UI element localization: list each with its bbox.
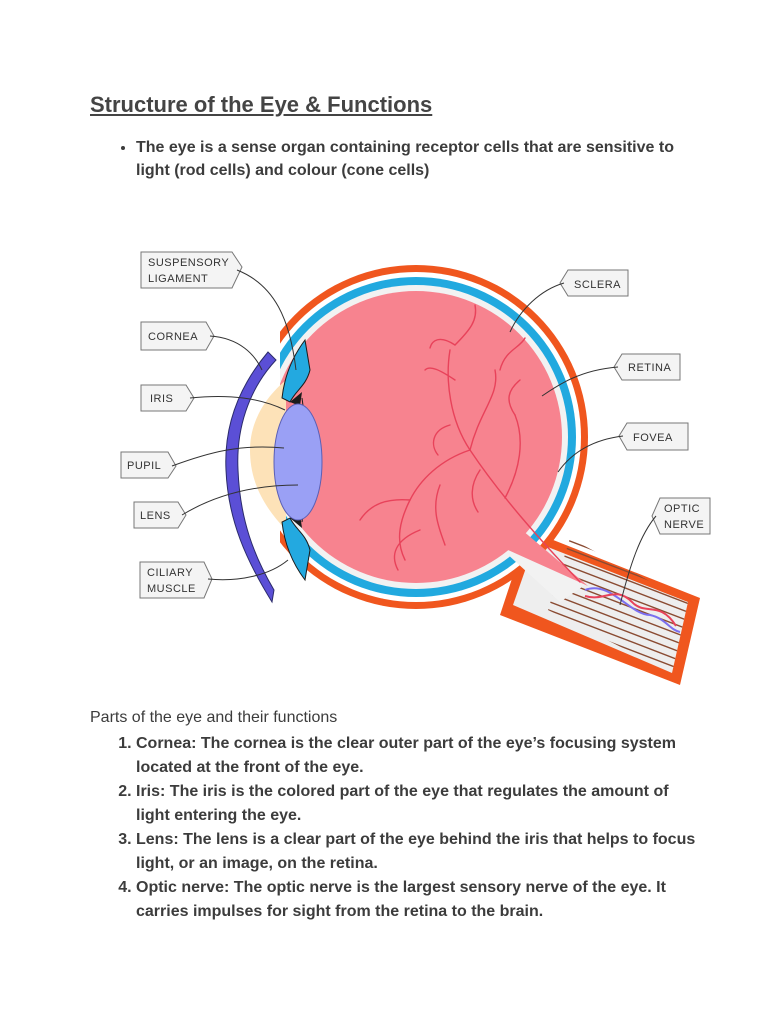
label-text-ciliary: CILIARY: [147, 567, 193, 579]
intro-bullet: The eye is a sense organ containing rece…: [136, 136, 696, 182]
page-title: Structure of the Eye & Functions: [90, 92, 433, 117]
label-lens: LENS: [133, 484, 299, 529]
label-pupil: PUPIL: [120, 446, 285, 479]
label-ciliary-muscle: CILIARY MUSCLE: [139, 559, 289, 599]
parts-item: Iris: The iris is the colored part of th…: [136, 780, 706, 828]
lens: [273, 403, 323, 521]
label-retina: RETINA: [541, 353, 681, 397]
parts-list: Cornea: The cornea is the clear outer pa…: [110, 732, 706, 924]
label-text-sclera: SCLERA: [574, 279, 621, 291]
label-cornea: CORNEA: [140, 321, 263, 371]
parts-heading: Parts of the eye and their functions: [90, 709, 338, 726]
intro-bullet-list: The eye is a sense organ containing rece…: [110, 136, 696, 182]
optic-vessel-blue: [584, 587, 681, 633]
label-fovea: FOVEA: [557, 422, 689, 473]
retinal-vessels: [359, 304, 581, 583]
label-text-suspensory: SUSPENSORY: [148, 257, 229, 269]
vitreous-humour: [270, 291, 562, 583]
label-text-lens: LENS: [140, 510, 171, 522]
optic-vessel-red: [584, 593, 677, 627]
label-text-cornea: CORNEA: [148, 331, 198, 343]
retina-to-optic-wedge: [508, 530, 588, 586]
aqueous-humour: [250, 380, 286, 530]
label-text-muscle: MUSCLE: [147, 583, 196, 595]
label-text-pupil: PUPIL: [127, 460, 161, 472]
label-text-fovea: FOVEA: [633, 432, 673, 444]
label-suspensory-ligament: SUSPENSORY LIGAMENT: [140, 251, 297, 371]
label-sclera: SCLERA: [509, 269, 629, 333]
parts-item: Cornea: The cornea is the clear outer pa…: [136, 732, 706, 780]
label-text-ligament: LIGAMENT: [148, 273, 208, 285]
cornea: [225, 351, 277, 604]
label-text-optic: OPTIC: [664, 503, 700, 515]
eye-diagram: SUSPENSORY LIGAMENT CORNEA IRIS PUPIL LE…: [120, 251, 711, 685]
parts-item: Optic nerve: The optic nerve is the larg…: [136, 876, 706, 924]
parts-item: Lens: The lens is a clear part of the ey…: [136, 828, 706, 876]
label-optic-nerve: OPTIC NERVE: [619, 497, 711, 606]
label-text-retina: RETINA: [628, 362, 672, 374]
label-iris: IRIS: [140, 384, 286, 412]
label-text-iris: IRIS: [150, 393, 173, 405]
label-text-nerve: NERVE: [664, 519, 704, 531]
